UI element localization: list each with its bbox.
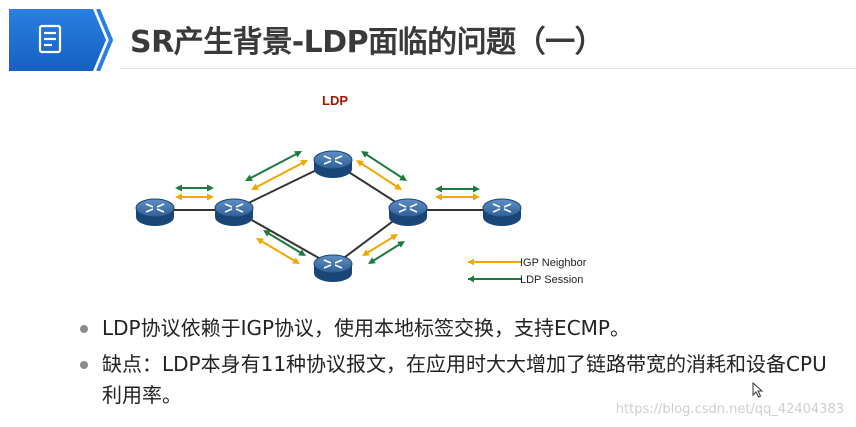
igp-neighbor-r4-r5-line bbox=[365, 235, 395, 255]
router-icon bbox=[313, 150, 353, 178]
bullet-dot bbox=[80, 325, 88, 333]
bullet-text-2: 缺点：LDP本身有11种协议报文，在应用时大大增加了链路带宽的消耗和设备CPU利… bbox=[102, 352, 827, 407]
watermark: https://blog.csdn.net/qq_42404383 bbox=[615, 402, 844, 417]
igp-neighbor-r2-r4-head-end bbox=[292, 257, 300, 264]
ldp-session-r1-r2-head-start bbox=[175, 184, 182, 192]
legend-igp-label: IGP Neighbor bbox=[520, 257, 587, 269]
igp-neighbor-r3-r5-head-start bbox=[356, 160, 364, 167]
ldp-session-r4-r5-head-start bbox=[368, 257, 376, 264]
igp-neighbor-r1-r2-head-end bbox=[207, 193, 214, 201]
bullet-item-2: 缺点：LDP本身有11种协议报文，在应用时大大增加了链路带宽的消耗和设备CPU利… bbox=[80, 349, 840, 411]
document-list-icon bbox=[38, 24, 62, 54]
igp-neighbor-r5-r6-head-end bbox=[473, 193, 480, 201]
legend-igp-arrowhead bbox=[468, 258, 474, 266]
diagram-title: LDP bbox=[322, 93, 348, 108]
bullet-dot bbox=[80, 361, 88, 369]
ldp-session-r3-r5-line bbox=[364, 152, 404, 180]
igp-neighbor-r2-r4-head-start bbox=[256, 238, 264, 245]
mouse-cursor-icon bbox=[752, 382, 764, 398]
igp-neighbor-r3-r5-head-end bbox=[394, 183, 402, 190]
bullet-text-1: LDP协议依赖于IGP协议，使用本地标签交换，支持ECMP。 bbox=[102, 316, 630, 340]
page-title: SR产生背景-LDP面临的问题（一） bbox=[130, 25, 605, 60]
ldp-session-r2-r3-head-start bbox=[245, 174, 253, 181]
router-icon bbox=[214, 198, 254, 226]
legend: IGP Neighbor LDP Session bbox=[468, 257, 587, 286]
header-badge bbox=[9, 9, 113, 71]
session-arrows bbox=[175, 151, 480, 264]
igp-neighbor-r5-r6-head-start bbox=[435, 193, 442, 201]
igp-neighbor-r1-r2-head-start bbox=[175, 193, 182, 201]
ldp-session-r1-r2-head-end bbox=[207, 184, 214, 192]
router-icon bbox=[135, 198, 175, 226]
bullet-item-1: LDP协议依赖于IGP协议，使用本地标签交换，支持ECMP。 bbox=[80, 313, 840, 344]
igp-neighbor-r2-r3-head-end bbox=[300, 160, 308, 167]
igp-neighbor-r4-r5-head-start bbox=[362, 249, 370, 256]
router-icon bbox=[313, 254, 353, 282]
ldp-session-r2-r4-head-start bbox=[263, 230, 271, 237]
ldp-session-r2-r4-line bbox=[266, 231, 303, 255]
ldp-session-r2-r3-line bbox=[248, 152, 299, 180]
igp-neighbor-r2-r3-head-start bbox=[251, 183, 259, 190]
router-icon bbox=[482, 198, 522, 226]
igp-neighbor-r3-r5-line bbox=[359, 161, 399, 189]
header-divider bbox=[120, 68, 856, 69]
ldp-session-r2-r3-head-end bbox=[294, 151, 302, 158]
ldp-session-r5-r6-head-start bbox=[435, 185, 442, 193]
legend-ldp-arrowhead bbox=[468, 275, 474, 283]
ldp-session-r3-r5-head-end bbox=[399, 174, 407, 181]
igp-neighbor-r4-r5-head-end bbox=[390, 234, 398, 241]
bullet-list: LDP协议依赖于IGP协议，使用本地标签交换，支持ECMP。 缺点：LDP本身有… bbox=[80, 313, 840, 416]
ldp-session-r5-r6-head-end bbox=[473, 185, 480, 193]
igp-neighbor-r2-r3-line bbox=[254, 161, 305, 189]
legend-ldp-label: LDP Session bbox=[520, 274, 583, 286]
routers bbox=[135, 150, 522, 282]
router-icon bbox=[388, 198, 428, 226]
ldp-session-r3-r5-head-start bbox=[361, 151, 369, 158]
ldp-session-r4-r5-head-end bbox=[397, 241, 405, 248]
ldp-session-r2-r4-head-end bbox=[298, 249, 306, 256]
igp-neighbor-r2-r4-line bbox=[259, 239, 297, 263]
ldp-session-r4-r5-line bbox=[371, 242, 402, 263]
